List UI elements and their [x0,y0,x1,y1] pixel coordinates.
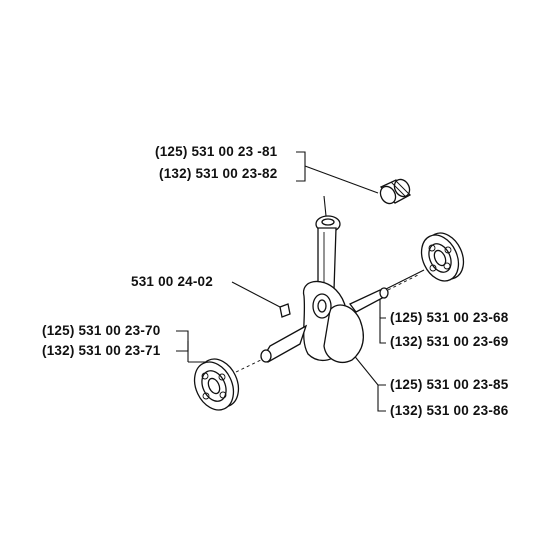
label-small-end-bearing-132: (132) 531 00 23-82 [159,166,278,181]
crank-pin [315,195,341,233]
label-key: 531 00 24-02 [131,274,213,289]
leader-left-bearing [176,330,189,352]
leader-right-bearing [379,317,386,344]
label-left-bearing-132: (132) 531 00 23-71 [42,343,161,358]
leader-small-end-bearing [296,151,306,182]
label-right-bearing-132: (132) 531 00 23-69 [390,334,509,349]
right-ball-bearing [420,232,465,282]
label-left-bearing-125: (125) 531 00 23-70 [42,323,161,338]
label-small-end-bearing-125: (125) 531 00 23 -81 [155,144,278,159]
label-crankshaft-132: (132) 531 00 23-86 [390,403,509,418]
left-ball-bearing [193,358,240,411]
label-crankshaft-125: (125) 531 00 23-85 [390,377,509,392]
label-right-bearing-125: (125) 531 00 23-68 [390,310,509,325]
small-end-needle-bearing [379,178,412,205]
leader-crankshaft [377,384,386,412]
woodruff-key [279,303,291,318]
crankshaft [260,280,389,363]
